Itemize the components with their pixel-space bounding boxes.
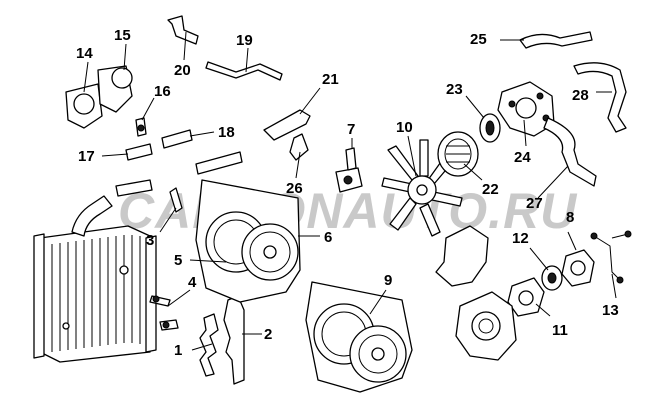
- callout-15: 15: [114, 27, 131, 44]
- callout-27: 27: [526, 195, 543, 212]
- callout-23: 23: [446, 81, 463, 98]
- sensor-wire-part-13: [590, 230, 632, 284]
- callout-numbers: 1 2 3 4 5 6 7 8 9 10 11 12 13 14 15 16 1…: [76, 27, 619, 359]
- sensor-part-16: [135, 117, 147, 137]
- hose-part-26: [289, 133, 309, 161]
- callout-4: 4: [188, 274, 197, 291]
- watermark: CARRONAUTO.RU: [118, 183, 578, 239]
- hose-part-17: [125, 143, 153, 161]
- hose-section: [195, 151, 243, 175]
- callout-21: 21: [322, 71, 339, 88]
- hose-section: [115, 179, 153, 197]
- bearing-part-12: [541, 265, 563, 291]
- pump-flange-part-11: [507, 277, 545, 317]
- tank-part-15: [97, 65, 133, 113]
- fan-shroud-part-6: [195, 179, 301, 303]
- pipe-part-18: [161, 129, 193, 149]
- callout-10: 10: [396, 119, 413, 136]
- callout-26: 26: [286, 180, 303, 197]
- leader-lines: [83, 31, 617, 351]
- callout-8: 8: [566, 209, 574, 226]
- callout-25: 25: [470, 31, 487, 48]
- water-pump-part-24: [497, 81, 555, 137]
- callout-19: 19: [236, 32, 253, 49]
- callout-3: 3: [146, 232, 154, 249]
- callout-13: 13: [602, 302, 619, 319]
- hose-part-19: [205, 61, 283, 81]
- radiator: [33, 225, 157, 363]
- callout-17: 17: [78, 148, 95, 165]
- callout-22: 22: [482, 181, 499, 198]
- hose-part-20: [167, 15, 199, 45]
- callout-2: 2: [264, 326, 272, 343]
- callout-7: 7: [347, 121, 355, 138]
- callout-28: 28: [572, 87, 589, 104]
- callout-11: 11: [552, 322, 568, 339]
- hose-part-21: [263, 109, 311, 141]
- callout-6: 6: [324, 229, 332, 246]
- callout-16: 16: [154, 83, 171, 100]
- pipe-part-3: [169, 187, 183, 213]
- hose-part-28: [573, 62, 627, 133]
- callout-24: 24: [514, 149, 531, 166]
- callout-1: 1: [174, 342, 182, 359]
- pipe-part-27: [543, 117, 597, 187]
- hose-part-25: [519, 31, 593, 49]
- switch-part-7: [335, 147, 363, 193]
- lower-radiator-hose: [71, 195, 113, 237]
- callout-18: 18: [218, 124, 235, 141]
- callout-9: 9: [384, 272, 392, 289]
- mounting-bracket: [435, 225, 489, 287]
- fan-shroud-part-9: [305, 281, 413, 393]
- housing-part-14: [65, 83, 103, 129]
- fan-clutch-part-22: [437, 131, 479, 177]
- housing-part-8: [561, 249, 595, 287]
- ring-part-23: [479, 113, 501, 143]
- bracket-part-2: [223, 295, 245, 385]
- callout-12: 12: [512, 230, 529, 247]
- callout-5: 5: [174, 252, 182, 269]
- pump-assembly: [455, 291, 517, 361]
- callout-20: 20: [174, 62, 191, 79]
- callout-14: 14: [76, 45, 93, 62]
